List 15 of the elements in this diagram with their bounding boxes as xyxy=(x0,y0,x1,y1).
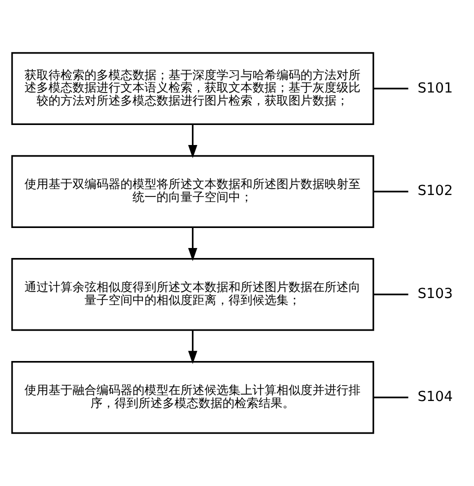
node-text: S102 xyxy=(418,183,453,200)
node-text: S104 xyxy=(418,389,453,406)
connector xyxy=(374,396,408,398)
node-text: S103 xyxy=(418,286,453,302)
arrow xyxy=(188,124,198,158)
connector xyxy=(374,88,408,90)
connector xyxy=(374,190,408,192)
arrow xyxy=(188,227,198,262)
connector xyxy=(374,294,408,296)
node-box: 使用基于融合编码器的模型在所述候选集上计算相似度并进行排序，得到所述多模态数据的检索结果。 xyxy=(11,360,374,434)
arrow xyxy=(188,330,198,364)
node-box: 通过计算余弦相似度得到所述文本数据和所述图片数据在所述向量子空间中的相似度距离，得到候选集； xyxy=(11,258,374,331)
node-text: S101 xyxy=(418,80,453,96)
node-box: 获取待检索的多模态数据；基于深度学习与哈希编码的方法对所述多模态数据进行文本语义检索，获取文本数据；基于灰度级比较的方法对所述多模态数据进行图片检索，获取图片数据； xyxy=(11,52,374,126)
node-box: 使用基于双编码器的模型将所述文本数据和所述图片数据映射至统一的向量子空间中； xyxy=(11,155,374,228)
